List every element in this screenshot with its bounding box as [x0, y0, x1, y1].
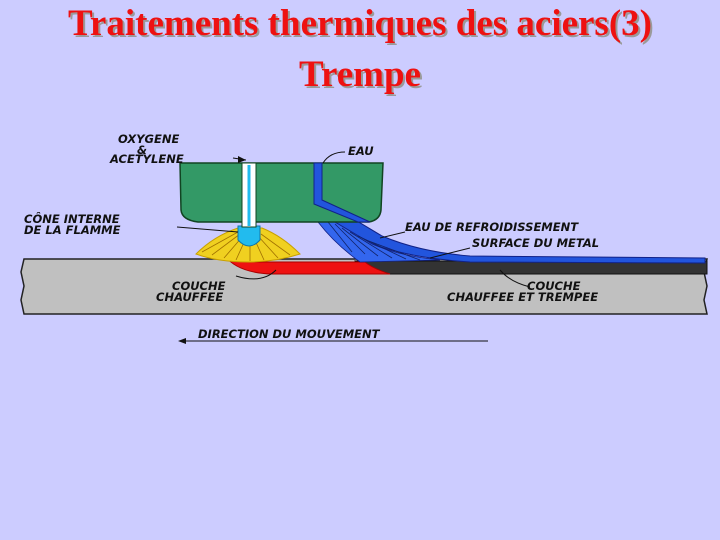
leader-refroidissement — [379, 231, 406, 239]
direction-arrow — [178, 338, 488, 344]
leader-couche-chauffee — [235, 269, 277, 280]
label-acetylene: ACETYLENE — [109, 152, 184, 166]
label-couche: COUCHE — [172, 279, 226, 293]
slide-title-line-2: Trempe — [299, 54, 421, 95]
label-couche-trempee: COUCHE — [527, 279, 581, 293]
slide-title-line-1: Traitements thermiques des aciers(3) — [68, 3, 652, 44]
leader-cone — [176, 226, 239, 233]
label-surface-metal: SURFACE DU METAL — [472, 236, 599, 250]
water-flow — [317, 164, 706, 264]
label-eau-refroidissement: EAU DE REFROIDISSEMENT — [405, 220, 579, 234]
label-cone-interne: CÔNE INTERNE — [24, 211, 120, 226]
torch-body — [179, 162, 384, 223]
label-chauffee-et-trempee: CHAUFFEE ET TREMPEE — [447, 290, 598, 304]
leader-couche-trempee — [499, 269, 531, 288]
leader-eau — [322, 151, 346, 164]
label-de-la-flamme: DE LA FLAMME — [24, 223, 121, 237]
flame-inner-cone — [237, 225, 261, 247]
label-chauffee: CHAUFFEE — [156, 290, 223, 304]
torch-water-channel — [313, 162, 371, 223]
label-direction: DIRECTION DU MOUVEMENT — [198, 327, 381, 341]
label-and: & — [137, 143, 147, 157]
label-oxygene: OXYGENE — [118, 132, 179, 146]
label-eau: EAU — [348, 144, 374, 158]
leader-surface — [429, 247, 471, 259]
